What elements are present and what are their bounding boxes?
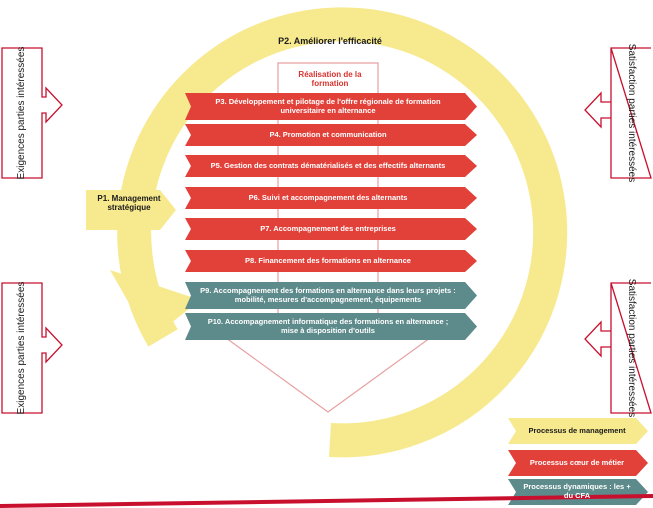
right-top-label: Satisfaction parties intéressées xyxy=(626,43,637,183)
cycle-ring-arrowhead xyxy=(110,270,200,340)
process-arrow-shape xyxy=(185,282,477,309)
process-label: P10. Accompagnement informatique des for… xyxy=(207,316,449,335)
right-top-box xyxy=(584,47,652,179)
process-arrow-shape xyxy=(185,155,477,177)
process-label: P7. Accompagnement des entreprises xyxy=(260,223,396,233)
process-label: P8. Financement des formations en altern… xyxy=(245,255,411,265)
process-arrow-shape xyxy=(185,218,477,240)
process-label: P9. Accompagnement des formations en alt… xyxy=(200,285,456,304)
process-arrow-shape xyxy=(185,250,477,272)
legend-label-management: Processus de management xyxy=(528,425,626,435)
process-label: P4. Promotion et communication xyxy=(269,129,387,139)
p1-arrow-shape xyxy=(86,190,176,230)
process-arrow-shape xyxy=(185,187,477,209)
legend-shape-core xyxy=(508,450,648,476)
side-boxes xyxy=(1,47,652,414)
legend-label-dynamic: Processus dynamiques : les + du CFA xyxy=(523,482,631,500)
cycle-ring-arc xyxy=(117,7,568,458)
process-arrow-shape xyxy=(185,93,477,120)
legend-shape-management xyxy=(508,418,648,444)
left-bottom-box xyxy=(1,282,63,414)
process-label: P5. Gestion des contrats dématérialisés … xyxy=(210,160,446,170)
left-top-box xyxy=(1,47,63,179)
process-arrow-shape xyxy=(185,124,477,146)
improvement-title: P2. Améliorer l'efficacité xyxy=(278,36,382,46)
process-arrows xyxy=(185,93,477,340)
left-top-label: Exigences parties intéressées xyxy=(16,46,27,180)
p1-label: P1. Management stratégique xyxy=(97,194,161,213)
left-bottom-label: Exigences parties intéressées xyxy=(16,281,27,415)
process-label: P3. Développement et pilotage de l'offre… xyxy=(215,96,441,115)
bottom-frame-line xyxy=(0,494,653,508)
legend-label-core: Processus cœur de métier xyxy=(529,457,625,467)
right-bottom-box xyxy=(584,282,652,414)
core-process-title: Réalisation de la formation xyxy=(298,70,362,89)
process-label: P6. Suivi et accompagnement des alternan… xyxy=(248,192,408,202)
process-arrow-shape xyxy=(185,313,477,340)
right-bottom-label: Satisfaction parties intéressées xyxy=(626,278,637,418)
